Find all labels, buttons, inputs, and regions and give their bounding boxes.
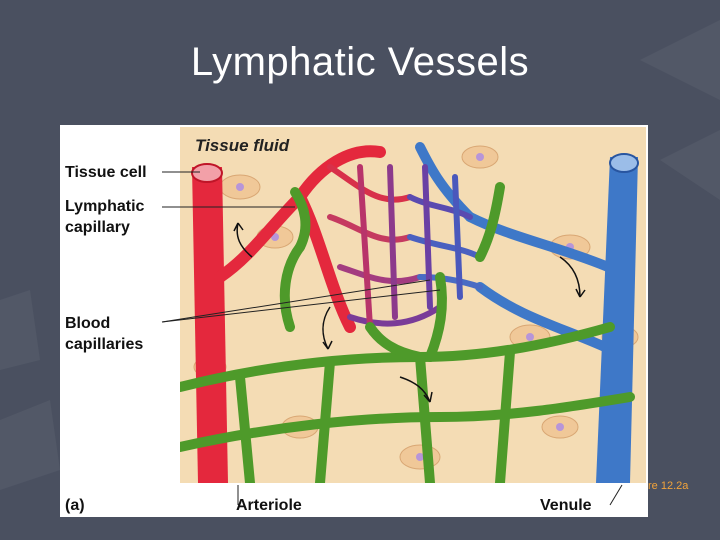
label-tissue-cell: Tissue cell	[65, 164, 147, 181]
blood-capillary-network	[327, 164, 483, 330]
slide-title: Lymphatic Vessels	[190, 40, 530, 84]
label-leader-lines	[161, 171, 623, 506]
venule-branches	[415, 142, 613, 352]
venule-opening	[609, 153, 639, 173]
capillary-bed-illustration	[180, 127, 646, 483]
label-panel-a: (a)	[65, 497, 85, 514]
label-blood-capillaries: Blood capillaries	[65, 315, 144, 353]
lymphatic-figure: Tissue fluid Tissue cell Lymphatic capil…	[60, 125, 648, 517]
label-lymphatic-capillary: Lymphatic capillary	[65, 198, 145, 236]
label-venule: Venule	[540, 497, 592, 514]
flow-arrows	[233, 222, 586, 403]
arteriole-vessel	[192, 167, 228, 483]
label-arteriole: Arteriole	[236, 497, 302, 514]
label-tissue-fluid: Tissue fluid	[195, 136, 290, 155]
lymphatic-capillary-network	[180, 182, 635, 483]
arteriole-opening	[191, 163, 223, 183]
figure-reference: re 12.2a	[648, 480, 689, 492]
